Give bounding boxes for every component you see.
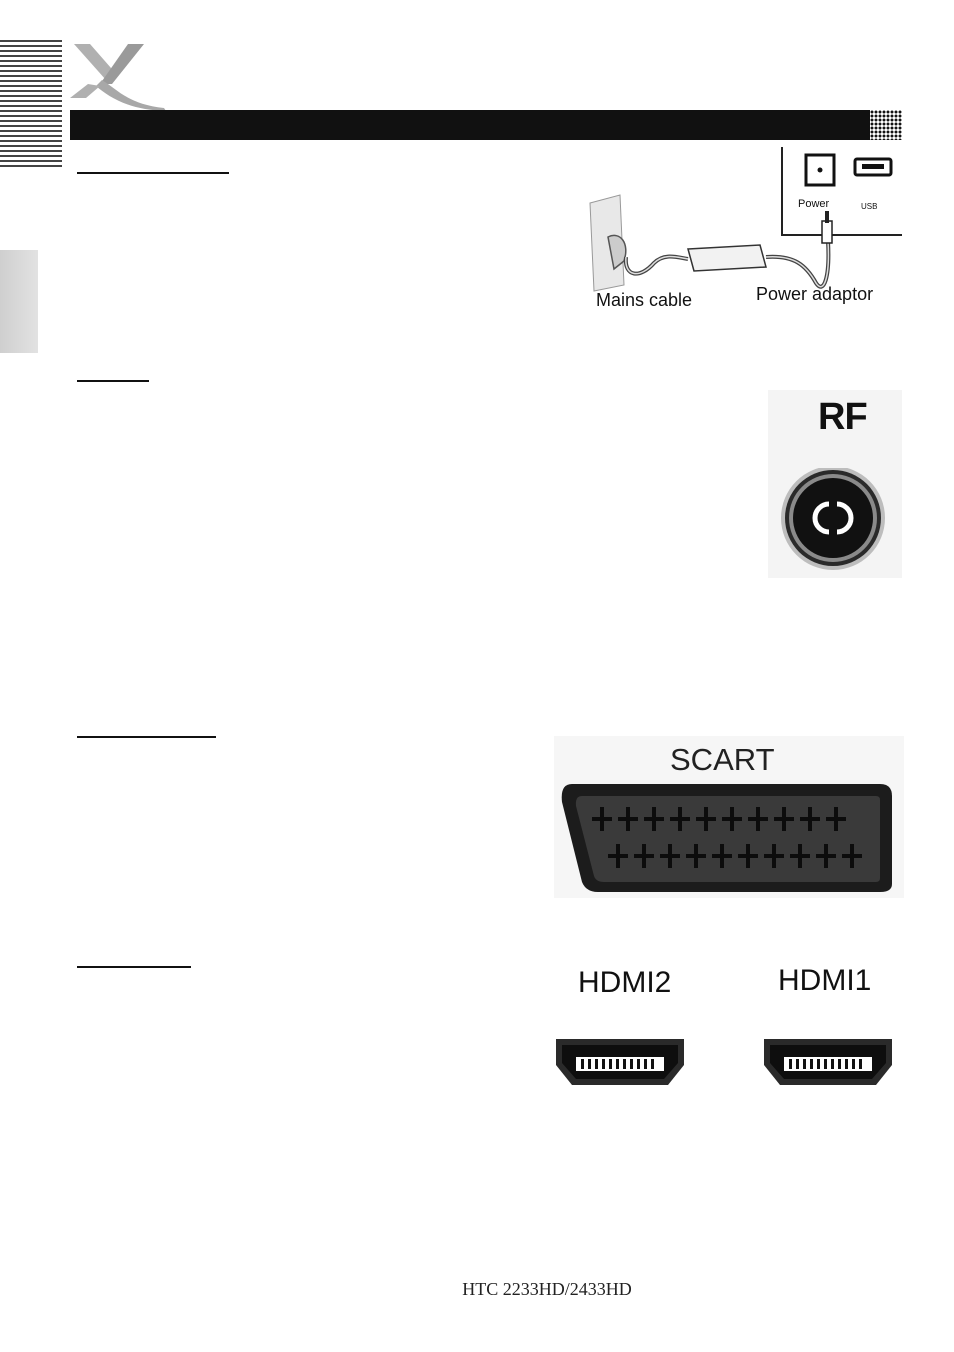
header-dot-pattern	[862, 110, 902, 140]
usb-port-label: USB	[861, 202, 878, 211]
rf-socket-icon	[781, 468, 885, 570]
rf-label: RF	[818, 396, 868, 438]
rf-connector-figure: RF	[768, 390, 902, 578]
scart-label: SCART	[670, 742, 775, 777]
brand-logo	[70, 44, 166, 111]
hdmi2-port-icon	[556, 1039, 684, 1085]
power-connection-figure: Power USB Mains cable Power adaptor	[584, 145, 904, 317]
power-adaptor-label: Power adaptor	[756, 284, 874, 304]
edge-stripes	[0, 40, 62, 170]
section-heading-underline-power	[77, 172, 229, 174]
hdmi2-label: HDMI2	[578, 966, 672, 999]
header-bar	[70, 110, 870, 140]
mains-cable-label: Mains cable	[596, 290, 693, 310]
scart-socket-icon	[561, 784, 892, 892]
hdmi1-port-icon	[764, 1039, 892, 1085]
power-jack-label: Power	[798, 198, 830, 210]
footer-model-name: HTC 2233HD/2433HD	[462, 1279, 632, 1299]
section-heading-underline-hdmi	[77, 966, 191, 968]
hdmi1-label: HDMI1	[778, 964, 872, 997]
section-heading-underline-scart	[77, 736, 216, 738]
power-diagram	[589, 147, 902, 292]
section-heading-underline-rf	[77, 380, 149, 382]
side-tab	[0, 250, 38, 353]
scart-connector-figure: SCART	[554, 736, 904, 898]
